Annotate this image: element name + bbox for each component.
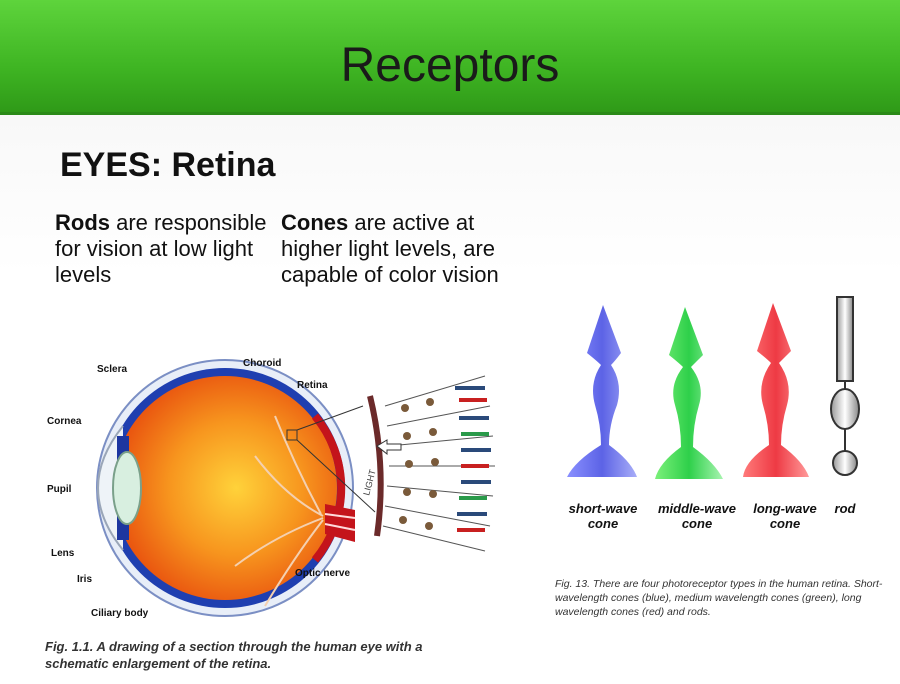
long-wave-cone-shape [743,303,809,477]
photoreceptor-illustration [567,296,860,479]
retina-enlargement [367,375,495,552]
slide-subtitle: EYES: Retina [60,146,276,184]
middle-wave-cone-shape [655,307,723,479]
rods-paragraph: Rods are responsible for vision at low l… [55,210,295,288]
iris-label: Iris [77,574,93,585]
lens-label: Lens [51,548,75,559]
eye-figure-caption: Fig. 1.1. A drawing of a section through… [45,639,423,671]
title-bar: Receptors [0,0,900,115]
photoreceptor-caption: Fig. 13. There are four photoreceptor ty… [555,578,883,618]
eye-illustration: LIGHT [96,359,495,617]
cones-text: are active at higher light levels, are c… [281,210,499,287]
cones-term: Cones [281,210,349,235]
eye-diagram: LIGHT Sclera Choroid Retina Cornea Pupil… [25,336,525,674]
rods-text: are responsible for vision at low light … [55,210,267,287]
cones-paragraph: Cones are active at higher light levels,… [281,210,501,288]
rod-shape [830,296,860,476]
sclera-label: Sclera [97,364,128,375]
slide-title: Receptors [340,39,560,92]
choroid-label: Choroid [243,358,282,369]
short-wave-cone-shape [567,305,637,477]
optic-nerve-label: Optic nerve [295,568,351,579]
retina-label: Retina [297,380,328,391]
pupil-label: Pupil [47,484,72,495]
ciliary-body-label: Ciliary body [91,608,149,619]
light-label: LIGHT [361,468,378,497]
rod-label: rod [834,501,856,516]
cornea-label: Cornea [47,416,82,427]
rods-term: Rods [55,210,110,235]
